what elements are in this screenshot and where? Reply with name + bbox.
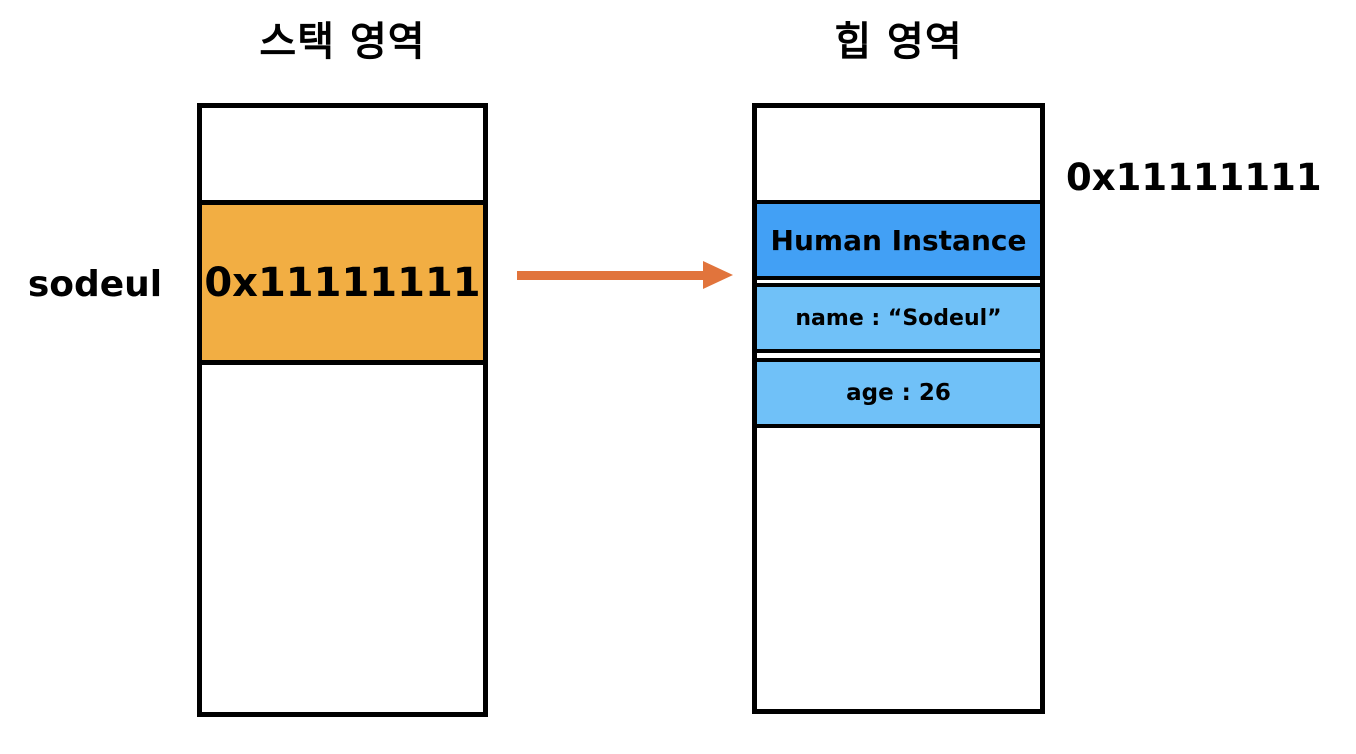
heap-address-label: 0x11111111 [1066, 156, 1322, 199]
heap-memory-box: Human Instance name : “Sodeul” age : 26 [752, 103, 1045, 714]
heap-age-field-cell: age : 26 [757, 358, 1040, 428]
heap-instance-header-text: Human Instance [770, 223, 1027, 257]
heap-empty-cell-top [757, 108, 1040, 200]
heap-region-title: 힙 영역 [834, 19, 963, 65]
heap-empty-cell-bottom [757, 428, 1040, 709]
arrow-right-icon [703, 261, 733, 289]
heap-name-field-text: name : “Sodeul” [795, 305, 1002, 331]
heap-instance-header-cell: Human Instance [757, 200, 1040, 280]
heap-name-field-cell: name : “Sodeul” [757, 283, 1040, 353]
stack-memory-box: 0x11111111 [197, 103, 488, 717]
stack-region-title: 스택 영역 [259, 19, 426, 65]
stack-pointer-value: 0x11111111 [204, 259, 481, 306]
stack-empty-cell-top [202, 108, 483, 200]
pointer-arrow-shaft [517, 271, 707, 280]
stack-empty-cell-bottom [202, 365, 483, 712]
heap-age-field-text: age : 26 [846, 380, 951, 406]
stack-pointer-cell: 0x11111111 [202, 200, 483, 365]
stack-variable-label: sodeul [27, 264, 163, 305]
